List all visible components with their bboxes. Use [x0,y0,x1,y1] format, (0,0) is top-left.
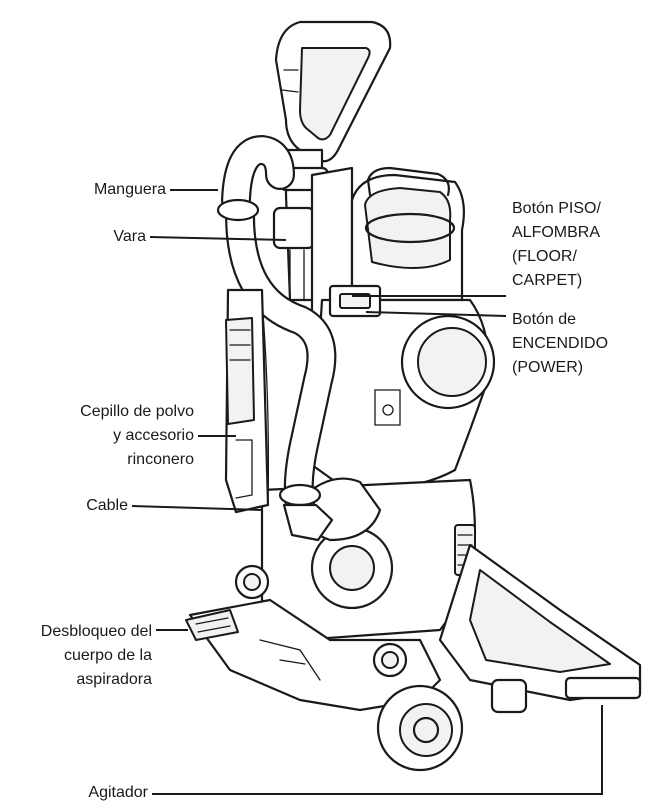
label-wand: Vara [113,228,146,245]
leader-lines [131,189,603,795]
base-frame [185,598,442,712]
label-dust-brush: Cepillo de polvo y accesorio rinconero [80,403,194,468]
label-floor-carpet-button: Botón PISO/ ALFOMBRA (FLOOR/ CARPET) [512,200,601,289]
leader-power [365,311,507,317]
label-body-release: Desbloqueo del cuerpo de la aspiradora [40,623,152,688]
hose [216,135,337,542]
main-body [310,284,496,489]
accessory-caddy [224,288,270,514]
label-agitator: Agitador [88,784,148,801]
leader-wand [149,236,287,241]
label-cord: Cable [86,497,128,514]
leader-cord [131,505,263,511]
label-power-button: Botón de ENCENDIDO (POWER) [512,311,609,376]
cord [261,299,270,506]
body-tower [310,166,465,342]
leader-agitator [152,705,603,795]
handle [274,20,392,163]
rear-wheel [376,684,464,772]
floor-nozzle [438,543,642,714]
label-hose: Manguera [93,181,166,198]
